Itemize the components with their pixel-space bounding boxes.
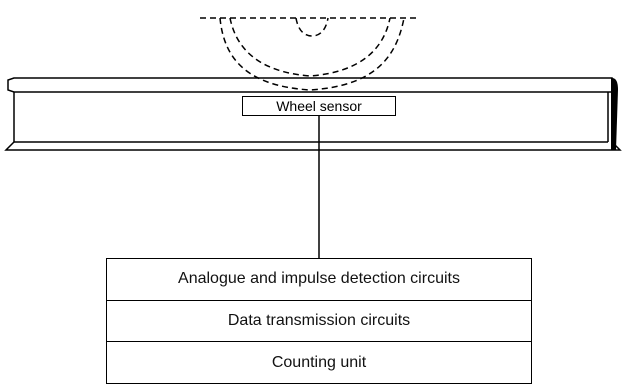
analogue-impulse-circuits-row: Analogue and impulse detection circuits xyxy=(178,270,460,288)
evaluation-units-box: Analogue and impulse detection circuits … xyxy=(106,258,532,384)
outer-arc xyxy=(219,17,405,91)
counting-unit-row: Counting unit xyxy=(107,341,531,383)
rail-foot xyxy=(4,141,622,151)
middle-arc xyxy=(229,17,391,77)
rail-end-section xyxy=(611,78,618,150)
inner-arc xyxy=(295,17,329,37)
rail-head xyxy=(7,77,613,93)
data-transmission-circuits-row: Data transmission circuits xyxy=(107,299,531,342)
wheel-detection-arcs xyxy=(200,17,416,91)
wheel-sensor-label: Wheel sensor xyxy=(242,96,396,116)
